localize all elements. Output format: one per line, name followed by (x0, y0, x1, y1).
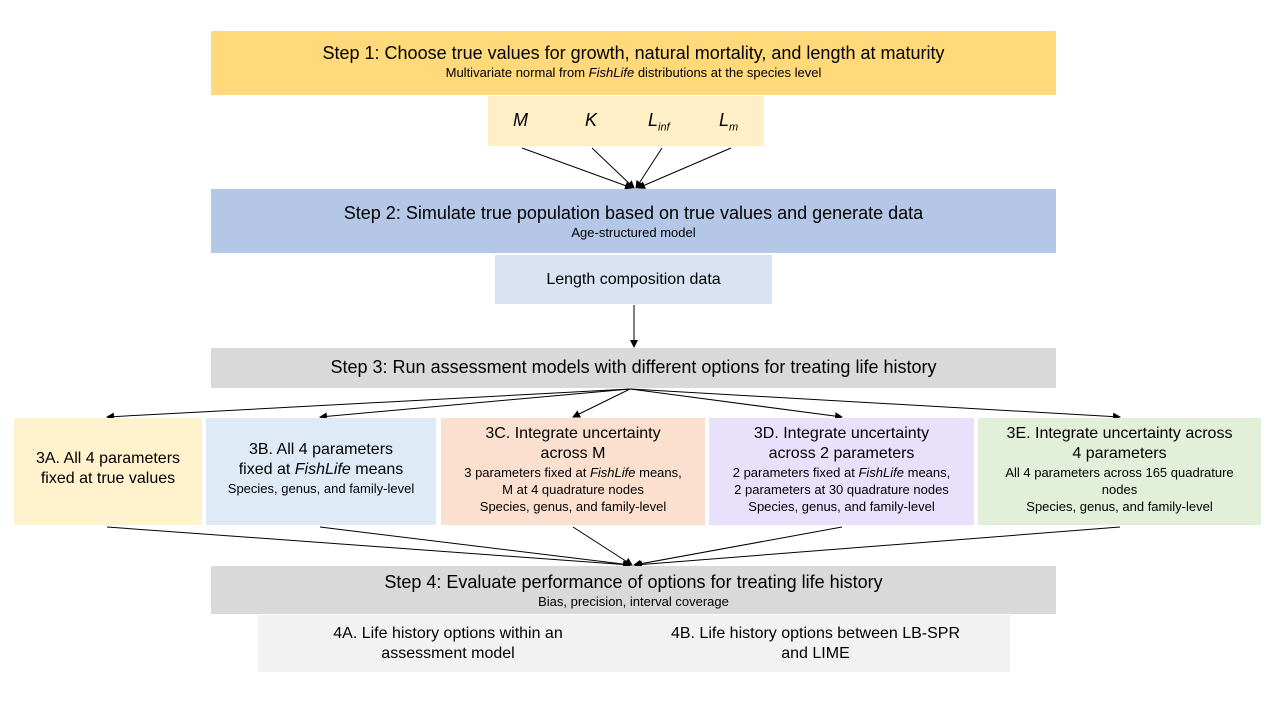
option-3c-detail1-post: means, (635, 465, 682, 480)
arrow-3d-to-step4 (633, 526, 843, 568)
arrow-3c-to-step4 (572, 526, 633, 566)
option-3a-box: 3A. All 4 parameters fixed at true value… (14, 418, 202, 525)
param-lm-sub: m (729, 121, 739, 134)
option-3b-line2-italic: FishLife (294, 461, 351, 478)
arrow-3e-to-step4 (634, 526, 1121, 569)
step1-box: Step 1: Choose true values for growth, n… (211, 31, 1056, 95)
option-3e-line1: 3E. Integrate uncertainty across (1006, 425, 1233, 442)
option-3a-line2: fixed at true values (40, 470, 176, 487)
option-3c-line1: 3C. Integrate uncertainty (485, 425, 661, 442)
evaluation-4a-line2: assessment model (381, 645, 515, 662)
evaluation-4a-line1: 4A. Life history options within an (333, 625, 563, 642)
option-3c-detail1-italic: FishLife (589, 465, 636, 480)
arrow-3b-to-step4 (319, 526, 632, 569)
evaluation-box: 4A. Life history options within an asses… (258, 615, 1010, 672)
arrow-step3-to-3b (319, 388, 631, 421)
param-linf: Linf (648, 110, 670, 134)
option-3e-detail1: All 4 parameters across 165 quadrature (1005, 465, 1234, 480)
option-3b-detail: Species, genus, and family-level (227, 481, 415, 496)
option-3c-detail3: Species, genus, and family-level (479, 499, 667, 514)
evaluation-4a: 4A. Life history options within an asses… (298, 624, 598, 664)
option-3e-detail2: nodes (1101, 482, 1138, 497)
option-3d-detail2: 2 parameters at 30 quadrature nodes (734, 482, 949, 497)
option-3d-detail1-pre: 2 parameters fixed at (732, 465, 859, 480)
option-3c-line2: across M (540, 445, 606, 462)
option-3d-line1: 3D. Integrate uncertainty (753, 425, 930, 442)
param-k: K (585, 110, 598, 130)
step3-box: Step 3: Run assessment models with diffe… (211, 348, 1056, 388)
arrow-step3-to-3a (106, 388, 631, 421)
option-3e-line2: 4 parameters (1072, 445, 1167, 462)
option-3c-detail1-pre: 3 parameters fixed at (464, 465, 590, 480)
step1-subtitle-pre: Multivariate normal from (445, 65, 589, 80)
evaluation-4b-line2: and LIME (781, 645, 850, 662)
option-3c-detail1: 3 parameters fixed at FishLife means, (441, 464, 705, 481)
option-3b-line2-pre: fixed at (238, 461, 295, 478)
arrow-3a-to-step4 (106, 526, 631, 569)
length-composition-label: Length composition data (546, 271, 721, 288)
step1-subtitle: Multivariate normal from FishLife distri… (211, 64, 1056, 81)
evaluation-4b-line1: 4B. Life history options between LB-SPR (670, 625, 961, 642)
evaluation-4b: 4B. Life history options between LB-SPR … (643, 624, 988, 664)
option-3b-line1: 3B. All 4 parameters (248, 441, 394, 458)
step2-subtitle: Age-structured model (571, 225, 696, 240)
option-3e-box: 3E. Integrate uncertainty across 4 param… (978, 418, 1261, 525)
arrow-step3-to-3e (629, 388, 1121, 421)
param-lm: Lm (719, 110, 738, 134)
step2-title: Step 2: Simulate true population based o… (343, 203, 924, 223)
option-3b-box: 3B. All 4 parameters fixed at FishLife m… (206, 418, 436, 525)
step2-box: Step 2: Simulate true population based o… (211, 189, 1056, 253)
option-3e-detail3: Species, genus, and family-level (1026, 499, 1213, 514)
arrow-step3-to-3c (572, 388, 631, 418)
option-3d-detail1-post: means, (904, 465, 951, 480)
option-3d-detail3: Species, genus, and family-level (748, 499, 935, 514)
length-composition-box: Length composition data (495, 255, 772, 304)
option-3c-detail2: M at 4 quadrature nodes (502, 482, 644, 497)
param-m: M (513, 110, 528, 130)
option-3d-detail1-italic: FishLife (858, 465, 904, 480)
step4-subtitle: Bias, precision, interval coverage (538, 594, 729, 609)
arrow-k-to-step2 (591, 147, 635, 189)
option-3d-line2: across 2 parameters (768, 445, 915, 462)
arrow-linf-to-step2 (635, 147, 663, 189)
param-lm-base: L (719, 110, 730, 130)
param-linf-base: L (648, 110, 659, 130)
option-3a-line1: 3A. All 4 parameters (35, 450, 181, 467)
step4-box: Step 4: Evaluate performance of options … (211, 566, 1056, 614)
step4-title: Step 4: Evaluate performance of options … (384, 572, 883, 592)
step3-title: Step 3: Run assessment models with diffe… (330, 357, 937, 377)
step1-title: Step 1: Choose true values for growth, n… (322, 43, 945, 63)
step1-subtitle-italic: FishLife (588, 65, 635, 80)
option-3d-detail1: 2 parameters fixed at FishLife means, (709, 464, 974, 481)
option-3b-line2-post: means (350, 461, 404, 478)
param-linf-sub: inf (658, 121, 670, 134)
arrow-step3-to-3d (629, 388, 843, 421)
option-3b-line2: fixed at FishLife means (206, 460, 436, 480)
arrow-lm-to-step2 (637, 147, 732, 189)
option-3d-box: 3D. Integrate uncertainty across 2 param… (709, 418, 974, 525)
arrow-m-to-step2 (521, 147, 633, 190)
step1-subtitle-post: distributions at the species level (634, 65, 822, 80)
option-3c-box: 3C. Integrate uncertainty across M 3 par… (441, 418, 705, 525)
parameters-box: M K Linf Lm (488, 96, 764, 146)
